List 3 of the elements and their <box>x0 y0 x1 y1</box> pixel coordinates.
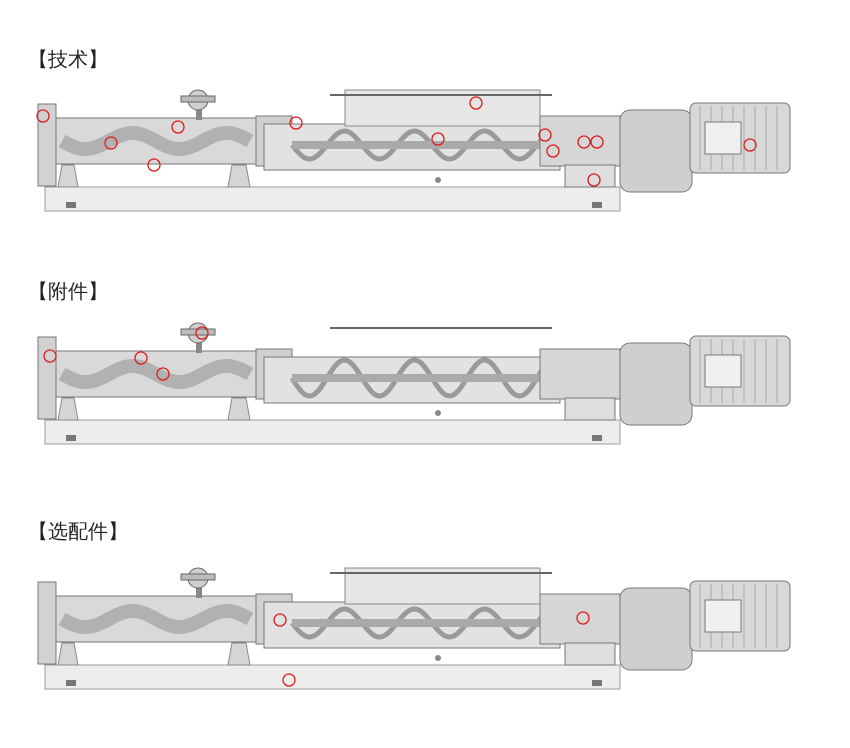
section-heading: 【技术】 <box>28 46 108 73</box>
section-heading: 【附件】 <box>28 278 108 305</box>
section-heading: 【选配件】 <box>28 518 128 545</box>
